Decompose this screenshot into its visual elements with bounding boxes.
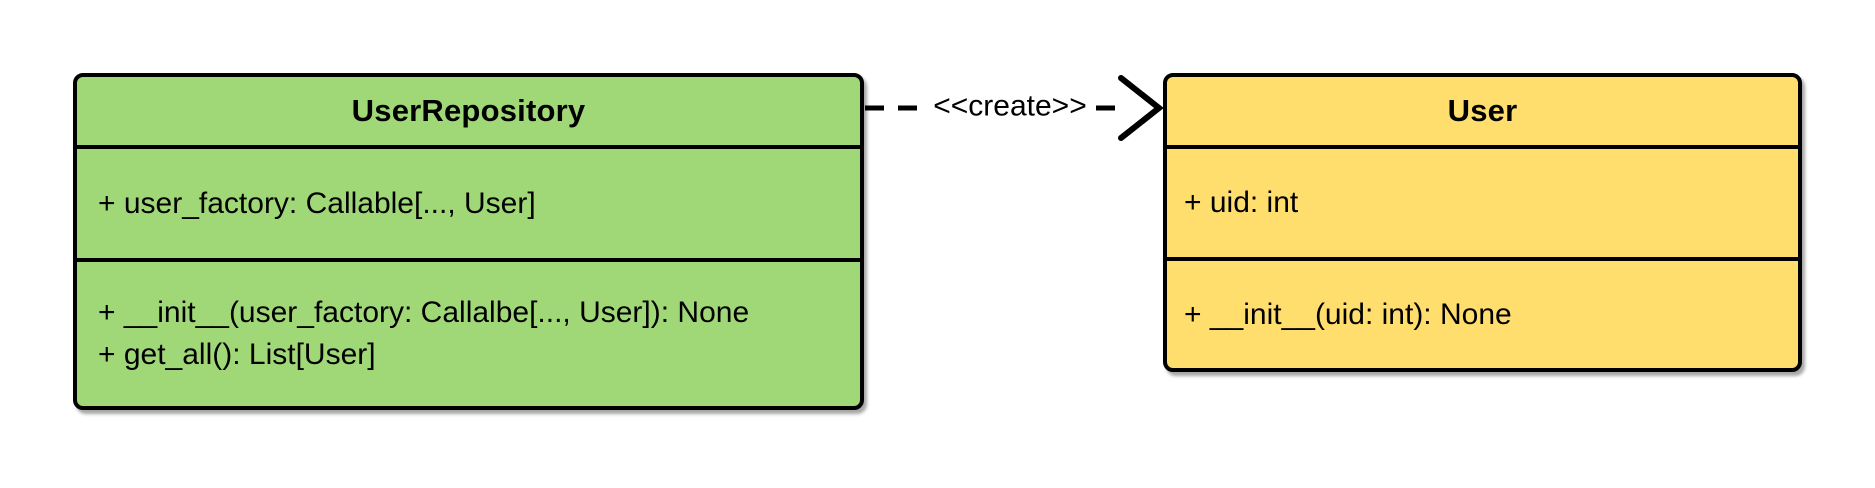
class-title: UserRepository <box>351 93 586 128</box>
class-box-userrepository[interactable]: UserRepository + user_factory: Callable[… <box>73 73 864 410</box>
class-method: + __init__(uid: int): None <box>1184 297 1512 331</box>
class-method: + __init__(user_factory: Callalbe[..., U… <box>98 296 750 329</box>
class-box-user[interactable]: User + uid: int + __init__(uid: int): No… <box>1163 73 1802 372</box>
class-method: + get_all(): List[User] <box>98 338 376 371</box>
class-attributes-section: + user_factory: Callable[..., User] <box>77 145 860 258</box>
class-attribute: + user_factory: Callable[..., User] <box>98 186 536 220</box>
connector-label: <<create>> <box>927 89 1093 124</box>
class-title: User <box>1447 93 1518 128</box>
class-attribute: + uid: int <box>1184 186 1299 219</box>
class-methods-section: + __init__(uid: int): None <box>1167 257 1798 368</box>
connector-label-wrap: <<create>> <box>860 89 1160 124</box>
open-arrowhead-icon <box>1118 75 1164 141</box>
class-methods-section: + __init__(user_factory: Callalbe[..., U… <box>77 258 860 406</box>
create-connector[interactable]: <<create>> <box>860 70 1170 150</box>
class-attributes-section: + uid: int <box>1167 145 1798 257</box>
